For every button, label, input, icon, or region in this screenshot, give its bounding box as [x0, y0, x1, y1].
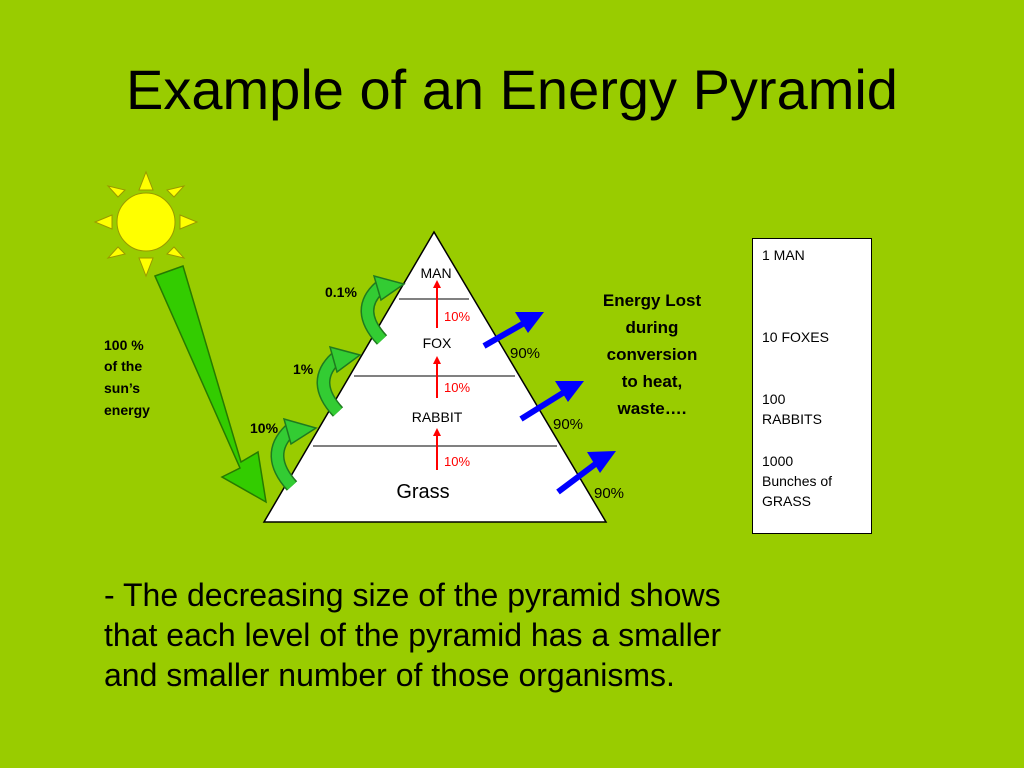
count-foxes-text: 10 FOXES — [762, 329, 829, 345]
transfer-percent-man: 10% — [444, 309, 470, 324]
sun-energy-line-4: energy — [104, 402, 150, 418]
level-label-rabbit: RABBIT — [412, 409, 463, 425]
sun-icon — [93, 170, 199, 278]
energy-lost-line-5: waste…. — [617, 399, 687, 418]
lost-arrow-grass — [556, 451, 616, 495]
count-grass-line-1: 1000 — [762, 453, 794, 469]
curved-arrow-to-man — [360, 274, 406, 345]
explanation-line-3: and smaller number of those organisms. — [104, 657, 675, 693]
level-label-man: MAN — [420, 265, 451, 281]
lost-percent-fox: 90% — [510, 345, 540, 362]
organism-count-box: 1 MAN 10 FOXES 100 RABBITS 1000 Bunches … — [752, 238, 872, 534]
count-rabbits-line-1: 100 — [762, 391, 786, 407]
energy-lost-line-1: Energy Lost — [603, 291, 702, 310]
lost-percent-grass: 90% — [594, 485, 624, 502]
available-percent-rabbit: 10% — [250, 420, 279, 436]
curved-arrow-to-fox — [316, 345, 362, 417]
explanation-line-1: - The decreasing size of the pyramid sho… — [104, 577, 721, 613]
count-man: 1 MAN — [762, 245, 870, 265]
available-percent-man: 0.1% — [325, 284, 357, 300]
sun-energy-line-2: of the — [104, 358, 142, 374]
level-label-grass: Grass — [396, 481, 449, 503]
sun-energy-arrow — [153, 265, 267, 504]
count-man-text: 1 MAN — [762, 247, 805, 263]
count-rabbits: 100 RABBITS — [762, 389, 870, 429]
count-grass-line-3: GRASS — [762, 493, 812, 509]
pyramid-outline — [262, 230, 608, 523]
sun-energy-line-3: sun’s — [104, 380, 140, 396]
lost-arrow-rabbit — [519, 381, 584, 422]
energy-lost-line-3: conversion — [607, 345, 698, 364]
available-percent-fox: 1% — [293, 361, 314, 377]
energy-lost-line-4: to heat, — [622, 372, 682, 391]
explanation-bullet: - The decreasing size of the pyramid sho… — [104, 575, 904, 695]
slide-title: Example of an Energy Pyramid — [126, 58, 898, 121]
explanation-line-2: that each level of the pyramid has a sma… — [104, 617, 722, 653]
lost-arrow-fox — [482, 312, 544, 349]
sun-energy-line-1: 100 % — [104, 337, 144, 353]
lost-percent-rabbit: 90% — [553, 416, 583, 433]
count-rabbits-line-2: RABBITS — [762, 411, 822, 427]
transfer-percent-rabbit: 10% — [444, 454, 470, 469]
level-label-fox: FOX — [423, 335, 452, 351]
transfer-percent-fox: 10% — [444, 380, 470, 395]
curved-arrow-to-rabbit — [270, 417, 318, 491]
count-grass-line-2: Bunches of — [762, 473, 833, 489]
energy-lost-line-2: during — [626, 318, 679, 337]
count-foxes: 10 FOXES — [762, 327, 870, 347]
count-grass: 1000 Bunches of GRASS — [762, 451, 870, 511]
